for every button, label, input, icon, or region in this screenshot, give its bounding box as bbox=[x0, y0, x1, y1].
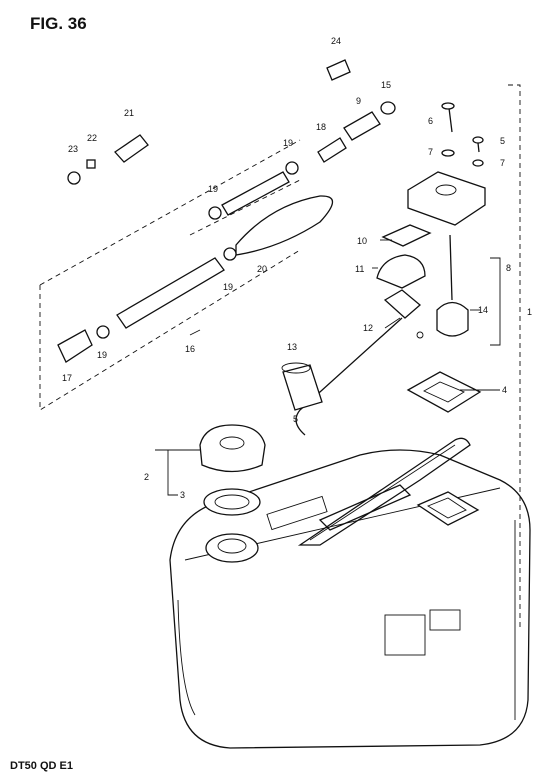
washer-7b bbox=[472, 159, 484, 167]
ring-15 bbox=[380, 101, 396, 115]
fuel-meter-cover bbox=[407, 171, 486, 226]
callout-19-a: 19 bbox=[283, 138, 293, 148]
hose-assembly bbox=[39, 139, 334, 411]
callout-6: 6 bbox=[428, 116, 433, 126]
callout-24: 24 bbox=[331, 36, 341, 46]
bolt-6 bbox=[441, 102, 455, 133]
callout-labels: 1 2 3 4 5 5 6 7 7 8 9 10 11 12 13 14 15 … bbox=[62, 36, 532, 500]
callout-19-c: 19 bbox=[223, 282, 233, 292]
callout-13: 13 bbox=[287, 342, 297, 352]
float-arm-12 bbox=[295, 289, 424, 436]
callout-7-left: 7 bbox=[428, 147, 433, 157]
callout-21: 21 bbox=[124, 108, 134, 118]
float-13 bbox=[281, 362, 323, 411]
connector-21 bbox=[114, 134, 149, 163]
meter-14 bbox=[436, 234, 469, 337]
connector-9 bbox=[343, 111, 381, 141]
screw-5 bbox=[472, 136, 484, 153]
cap-gasket bbox=[203, 488, 261, 516]
callout-20: 20 bbox=[257, 264, 267, 274]
callout-17: 17 bbox=[62, 373, 72, 383]
callout-11: 11 bbox=[355, 264, 364, 274]
callout-16: 16 bbox=[185, 344, 195, 354]
connector-24 bbox=[326, 59, 351, 81]
gasket-10 bbox=[381, 224, 432, 247]
leader-lines bbox=[155, 84, 521, 630]
callout-22: 22 bbox=[87, 133, 97, 143]
callout-19-b: 19 bbox=[208, 184, 218, 194]
gasket-4 bbox=[406, 371, 482, 413]
callout-12: 12 bbox=[363, 323, 373, 333]
fuel-tank bbox=[169, 437, 531, 749]
callout-19-d: 19 bbox=[97, 350, 107, 360]
cover-11 bbox=[376, 254, 426, 289]
callout-4: 4 bbox=[502, 385, 507, 395]
fuel-cap bbox=[199, 424, 266, 473]
callout-3: 3 bbox=[180, 490, 185, 500]
callout-15: 15 bbox=[381, 80, 391, 90]
callout-23: 23 bbox=[68, 144, 78, 154]
callout-14: 14 bbox=[478, 305, 488, 315]
callout-5-top: 5 bbox=[500, 136, 505, 146]
callout-18: 18 bbox=[316, 122, 326, 132]
callout-1: 1 bbox=[527, 307, 532, 317]
callout-5: 5 bbox=[293, 414, 298, 424]
callout-2: 2 bbox=[144, 472, 149, 482]
model-code: DT50 QD E1 bbox=[10, 760, 73, 772]
connector-18 bbox=[317, 137, 347, 163]
callout-9: 9 bbox=[356, 96, 361, 106]
callout-10: 10 bbox=[357, 236, 367, 246]
washer-7a bbox=[441, 149, 455, 157]
callout-8: 8 bbox=[506, 263, 511, 273]
connector-22 bbox=[86, 159, 96, 169]
callout-7-right: 7 bbox=[500, 158, 505, 168]
figure-title: FIG. 36 bbox=[30, 14, 87, 33]
clip-23 bbox=[67, 171, 81, 185]
